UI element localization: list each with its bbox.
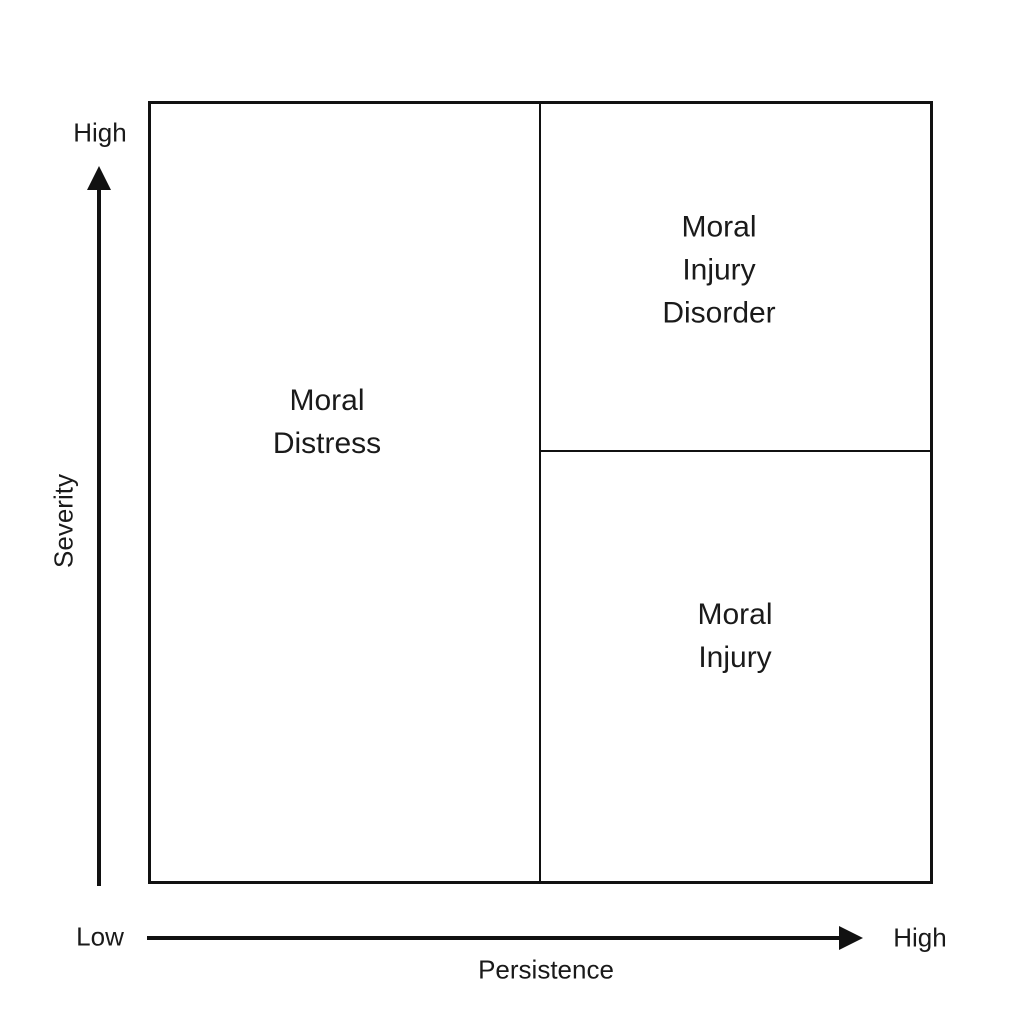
y-axis-title: Severity: [48, 474, 79, 568]
region-label-line: Moral: [681, 210, 757, 244]
region-label-line: Injury: [698, 641, 772, 674]
region-label-line: Disorder: [662, 296, 776, 330]
x-axis-high-label: High: [893, 922, 947, 953]
region-label-line: Moral: [289, 384, 365, 417]
region-label-moral-injury: Moral Injury: [697, 593, 772, 679]
y-axis-arrow: [87, 166, 111, 886]
region-label-moral-distress: Moral Distress: [273, 379, 381, 465]
region-label-moral-injury-disorder: Moral Injury Disorder: [662, 206, 775, 335]
vertical-divider-line: [539, 101, 541, 884]
right-half-horizontal-divider-line: [541, 450, 933, 452]
x-axis-low-label: Low: [76, 921, 124, 952]
x-axis-arrow: [147, 926, 863, 950]
region-label-line: Moral: [697, 598, 773, 631]
region-label-line: Injury: [682, 253, 756, 287]
y-axis-high-label: High: [73, 117, 127, 148]
x-axis-title: Persistence: [478, 954, 614, 985]
region-label-line: Distress: [272, 427, 382, 460]
